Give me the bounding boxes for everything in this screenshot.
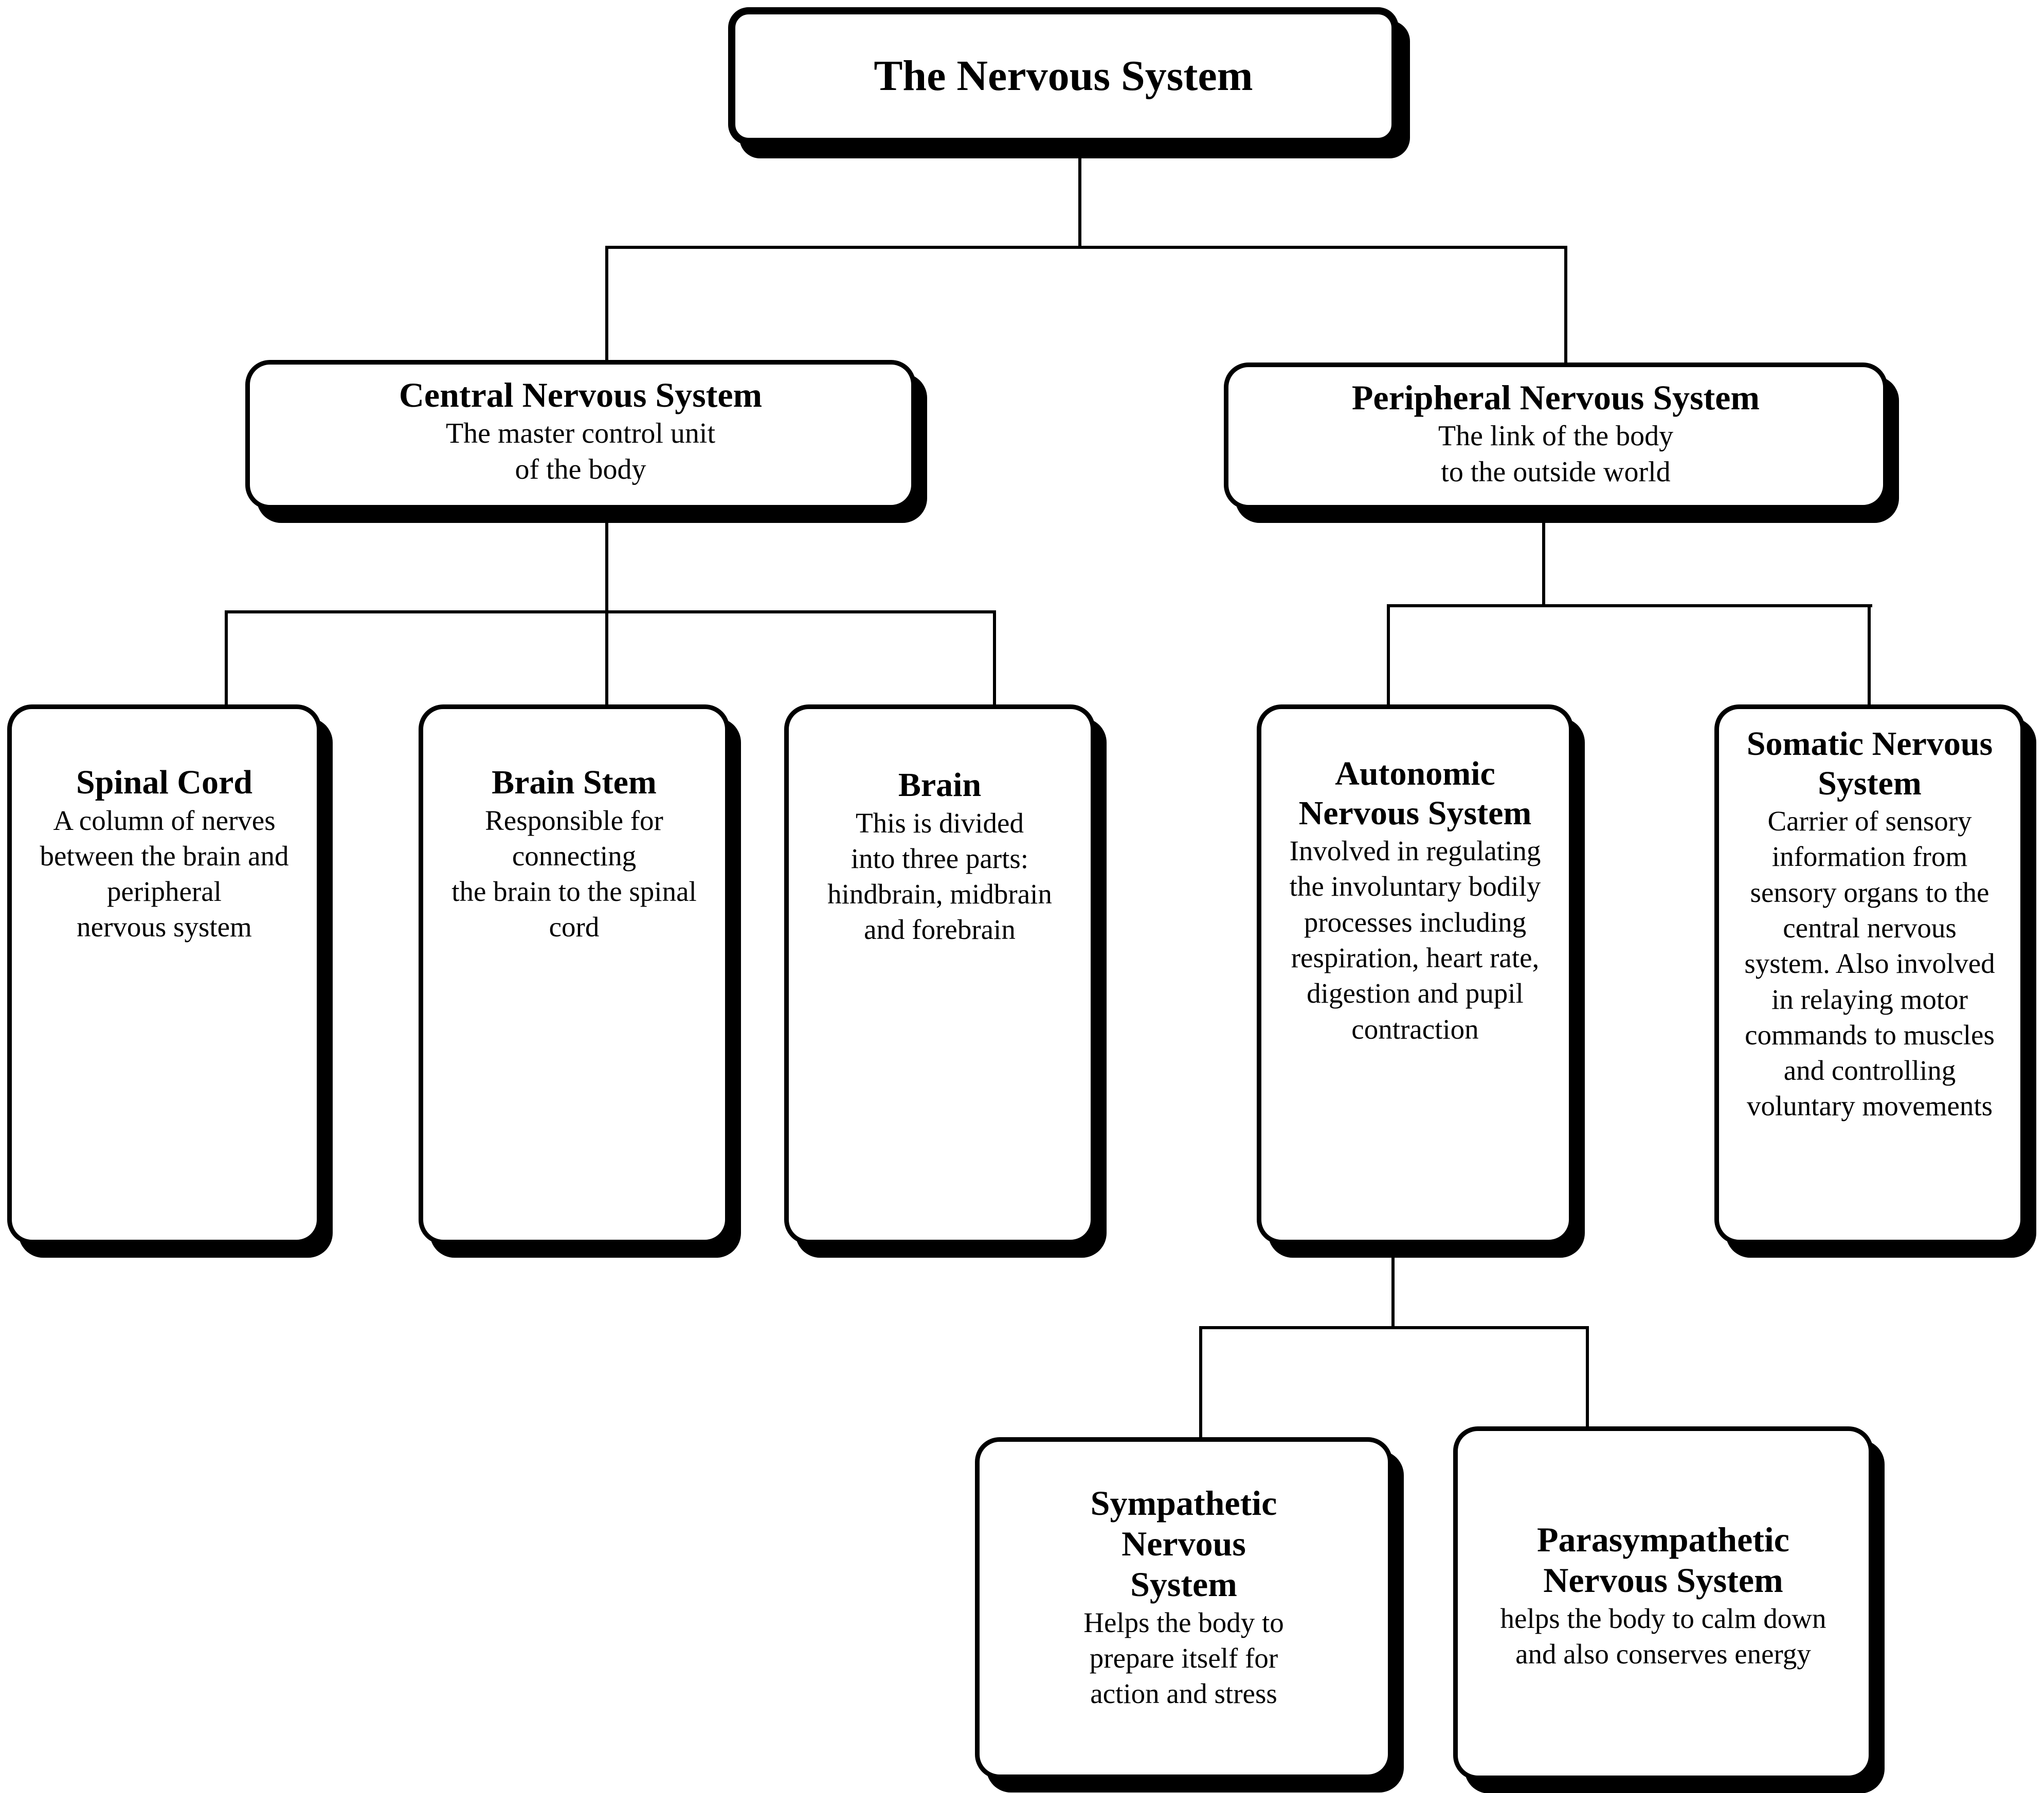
node-somatic-nervous-system: Somatic Nervous System Carrier of sensor… [1714, 704, 2025, 1244]
node-brain-stem: Brain Stem Responsible for connecting th… [419, 704, 730, 1244]
node-brain: Brain This is divided into three parts: … [784, 704, 1095, 1244]
node-central-nervous-system: Central Nervous System The master contro… [245, 360, 916, 510]
connector-cns-drop [605, 508, 608, 708]
node-title: Somatic Nervous System [1746, 725, 1993, 802]
node-description: The link of the body to the outside worl… [1438, 420, 1674, 488]
node-description: Helps the body to prepare itself for act… [1083, 1606, 1284, 1710]
node-description: The master control unit of the body [445, 417, 716, 486]
node-autonomic-nervous-system: Autonomic Nervous System Involved in reg… [1257, 704, 1573, 1244]
node-sympathetic-nervous-system: Sympathetic Nervous System Helps the bod… [975, 1437, 1392, 1779]
node-title: Autonomic Nervous System [1298, 755, 1532, 832]
connector-root-drop [1078, 144, 1081, 249]
node-title: Central Nervous System [399, 375, 763, 414]
connector-to-autonomic [1387, 604, 1390, 707]
node-description: Responsible for connecting the brain to … [451, 804, 697, 943]
connector-pns-horizontal [1387, 604, 1872, 607]
node-title: Peripheral Nervous System [1351, 378, 1760, 417]
connector-to-parasympathetic [1586, 1326, 1589, 1429]
connector-pns-drop [1542, 508, 1545, 607]
node-title: The Nervous System [874, 52, 1253, 100]
node-description: Involved in regulating the involuntary b… [1289, 835, 1541, 1045]
connector-to-sympathetic [1199, 1326, 1202, 1440]
node-title: Parasympathetic Nervous System [1536, 1520, 1789, 1600]
node-peripheral-nervous-system: Peripheral Nervous System The link of th… [1224, 363, 1888, 510]
connector-cns-horizontal [225, 610, 996, 613]
connector-to-pns [1564, 246, 1567, 366]
node-description: Carrier of sensory information from sens… [1744, 805, 1995, 1122]
connector-to-somatic [1868, 604, 1871, 707]
node-title: Sympathetic Nervous System [1090, 1483, 1277, 1604]
node-title: Brain Stem [492, 764, 657, 801]
connector-to-spinal-cord [225, 610, 228, 707]
node-nervous-system: The Nervous System [728, 7, 1399, 145]
connector-to-cns [605, 246, 608, 363]
connector-autonomic-drop [1391, 1242, 1395, 1329]
connector-to-brain [993, 610, 996, 707]
node-spinal-cord: Spinal Cord A column of nerves between t… [7, 704, 321, 1244]
node-parasympathetic-nervous-system: Parasympathetic Nervous System helps the… [1453, 1426, 1873, 1780]
connector-level1-horizontal [605, 246, 1567, 249]
node-title: Spinal Cord [76, 764, 252, 801]
node-description: This is divided into three parts: hindbr… [827, 807, 1052, 946]
connector-autonomic-horizontal [1199, 1326, 1589, 1329]
node-title: Brain [898, 766, 982, 804]
node-description: A column of nerves between the brain and… [40, 804, 289, 943]
node-description: helps the body to calm down and also con… [1500, 1602, 1826, 1670]
